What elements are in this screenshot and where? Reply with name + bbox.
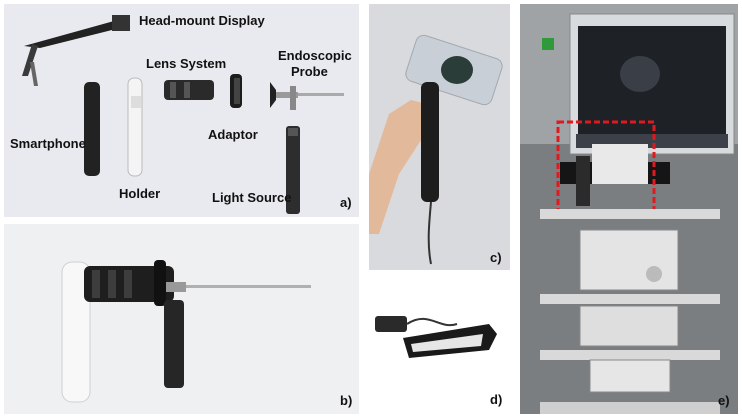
panel-d-photo [375,316,497,358]
light-source-handle [164,300,184,388]
processor-unit [579,229,679,291]
panel-b: b) [4,224,359,414]
light-source [286,126,300,214]
cart-shelf-1 [540,209,720,219]
lens-system-label: Lens System [146,56,227,71]
scope-cable [427,201,432,265]
hand [369,100,427,234]
lens-system [164,80,214,100]
light-source-device [592,144,648,184]
holder-label: Holder [119,186,161,201]
panel-c-tag: c) [490,250,502,265]
green-button [542,38,554,50]
power-adapter [375,316,407,332]
panel-c: c) [369,4,510,270]
cart-shelf-3 [540,350,720,360]
smartphone-label: Smartphone [10,136,86,151]
adaptor-label: Adaptor [208,127,258,142]
probe-label-line2: Probe [291,64,328,79]
holder [127,77,143,177]
holder-with-phone [61,261,91,403]
endoscopic-probe [270,82,344,110]
scope-body [421,82,439,202]
panel-a-illustration [22,15,344,214]
panel-a: Head-mount Display Lens System Endoscopi… [4,4,359,217]
light-source-label: Light Source [212,190,292,205]
panel-b-photo [61,260,311,403]
panel-a-tag: a) [340,195,352,210]
head-mount-display [22,15,130,86]
panel-e: e) [520,4,738,414]
panel-d-tag: d) [490,392,503,407]
probe-label-line1: Endoscopic [278,48,352,63]
panel-b-tag: b) [340,393,353,408]
smartphone [84,82,100,176]
panel-d: d) [369,280,510,414]
panel-c-photo [369,34,503,265]
adaptor [230,74,242,108]
panel-e-photo [520,4,738,414]
panel-e-tag: e) [718,393,730,408]
probe-shaft [186,285,311,288]
cart-shelf-2 [540,294,720,304]
hmd-label: Head-mount Display [139,13,265,28]
